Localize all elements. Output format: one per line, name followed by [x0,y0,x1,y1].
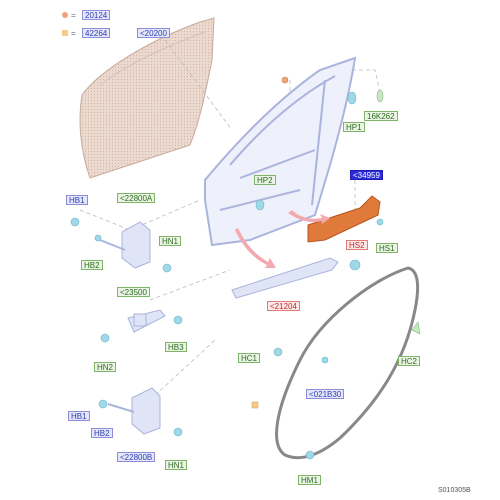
label-hb2-bottom[interactable]: HB2 [91,428,113,438]
label-hm1[interactable]: HM1 [298,475,321,485]
label-hs1[interactable]: HS1 [376,243,398,253]
label-weatherstrip[interactable]: <021B30 [306,389,345,399]
check-strap [127,309,166,333]
document-code: S010305B [438,487,471,494]
legend-ref-42264[interactable]: 42264 [82,28,111,38]
label-hp2[interactable]: HP2 [254,175,276,185]
legend-row-1: = [62,11,76,20]
label-check-strap[interactable]: <23500 [117,287,150,297]
label-hp1[interactable]: HP1 [343,122,365,132]
label-sill-trim[interactable]: <21204 [267,301,300,311]
highlighted-seal-part [307,195,381,243]
weatherstrip-seal [275,266,420,460]
label-hb1-top[interactable]: HB1 [66,195,88,205]
label-hc1[interactable]: HC1 [238,353,261,363]
sill-trim-strip [231,257,339,299]
label-16k262[interactable]: 16K262 [364,111,398,121]
assembly-arrows [235,210,330,268]
label-hb1-bottom[interactable]: HB1 [68,411,90,421]
legend-symbol: = [71,11,76,20]
fasteners [70,76,421,460]
label-hc2[interactable]: HC2 [398,356,421,366]
label-hn2[interactable]: HN2 [94,362,117,372]
legend-swatch-circle [62,12,68,18]
label-hb2-top[interactable]: HB2 [81,260,103,270]
legend-symbol: = [71,29,76,38]
door-panel-crease [99,31,206,86]
lower-hinge [107,387,161,435]
legend-swatch-square [62,30,68,36]
legend-row-2: = [62,29,76,38]
label-lower-hinge[interactable]: <22800B [117,452,156,462]
label-upper-hinge[interactable]: <22800A [117,193,156,203]
label-highlighted-seal[interactable]: <34959 [350,170,383,180]
legend-ref-20124[interactable]: 20124 [82,10,111,20]
label-hn1-top[interactable]: HN1 [159,236,182,246]
label-hn1-bottom[interactable]: HN1 [165,460,188,470]
label-hs2[interactable]: HS2 [346,240,368,250]
door-outer-panel [79,17,215,179]
upper-hinge [99,221,151,269]
label-door-panel[interactable]: <20200 [137,28,170,38]
label-hb3[interactable]: HB3 [165,342,187,352]
